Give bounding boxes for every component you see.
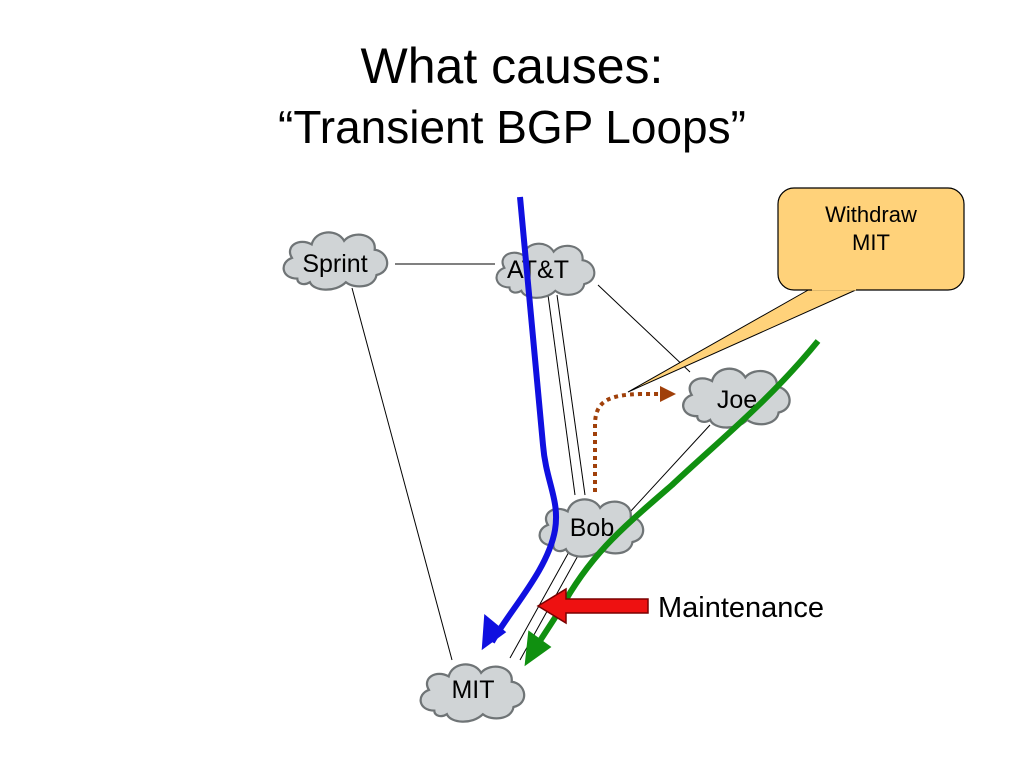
sprint-label: Sprint (302, 250, 367, 278)
bob-label: Bob (570, 514, 614, 542)
slide-title-line-2: “Transient BGP Loops” (278, 101, 746, 153)
green-route-arrowhead (524, 630, 552, 667)
green-route-path (531, 339, 821, 652)
link-att-bob-1 (547, 294, 576, 496)
maintenance-arrow-icon (536, 587, 649, 625)
link-joe-bob (629, 424, 711, 513)
slide-title-line-1: What causes: (360, 38, 664, 94)
mit-label: MIT (451, 676, 494, 704)
blue-route-path (489, 196, 559, 644)
withdraw-callout: Withdraw MIT (627, 187, 965, 393)
blue-route-arrowhead (481, 613, 507, 651)
callout-box (777, 187, 965, 291)
dotted-route-bob-to-joe (593, 392, 664, 492)
callout-line-2: MIT (852, 230, 890, 255)
callout-line-1: Withdraw (825, 202, 917, 227)
maintenance-label: Maintenance (658, 592, 824, 624)
link-att-joe (597, 284, 691, 373)
att-label: AT&T (507, 256, 569, 284)
link-att-bob-2 (556, 294, 586, 496)
dotted-route-arrowhead (660, 386, 676, 402)
link-sprint-mit (351, 287, 453, 661)
